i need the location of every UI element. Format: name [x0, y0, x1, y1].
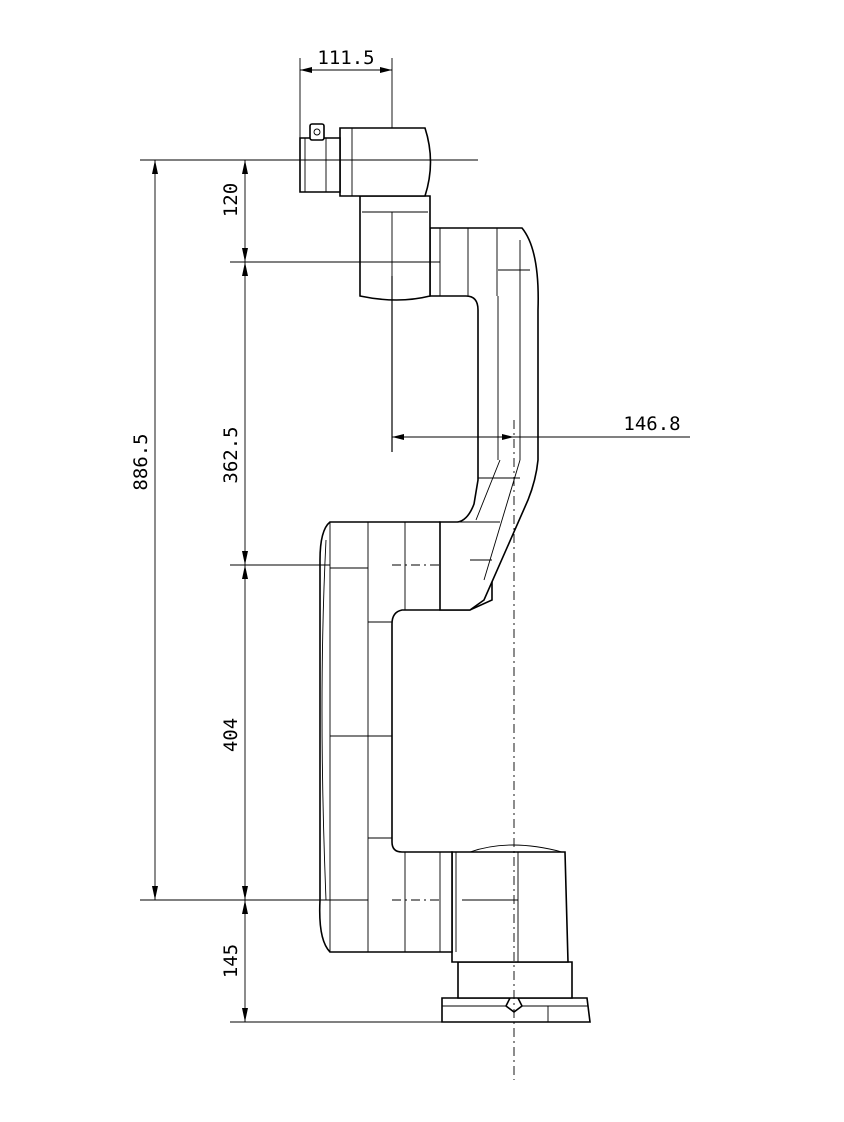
base-flange — [441, 988, 591, 1023]
dim-seg-wrist: 120 — [220, 183, 242, 217]
dimension-lines — [140, 58, 690, 1023]
center-lines — [391, 276, 515, 1080]
dim-total-height: 886.5 — [130, 433, 152, 490]
robot-arm — [299, 123, 591, 1023]
dim-top-offset: 111.5 — [317, 47, 374, 69]
dim-seg-upper: 362.5 — [220, 426, 242, 483]
wrist-joint — [359, 195, 431, 301]
lower-arm — [318, 521, 493, 953]
dim-wrist-offset: 146.8 — [623, 413, 680, 435]
base-column — [451, 844, 573, 999]
end-effector — [299, 123, 432, 197]
dim-seg-lower: 404 — [220, 718, 242, 752]
upper-arm — [429, 227, 539, 611]
dim-seg-base: 145 — [220, 944, 242, 978]
